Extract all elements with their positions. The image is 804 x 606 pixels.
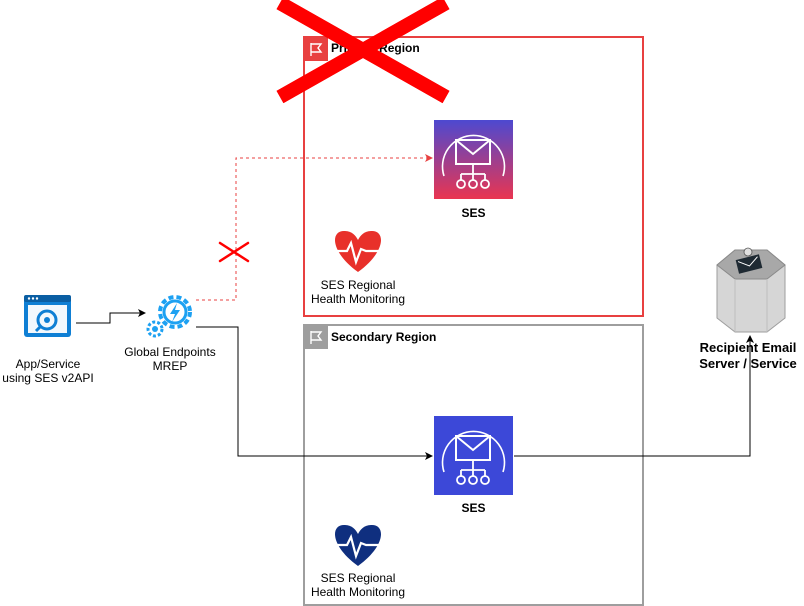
global-endpoints-label-line2: MREP <box>152 359 188 373</box>
health-secondary-icon <box>335 524 381 566</box>
global-endpoints-icon <box>146 295 192 338</box>
recipient-label-line1: Recipient Email <box>699 340 797 355</box>
secondary-region-title: Secondary Region <box>331 330 437 344</box>
recipient-label: Recipient Email Server / Service <box>692 340 804 372</box>
health-secondary-label-line1: SES Regional <box>320 571 396 585</box>
health-secondary-label-line2: Health Monitoring <box>310 585 406 599</box>
gateway-to-primary-connector <box>196 154 433 301</box>
primary-region <box>303 36 644 317</box>
health-primary-label-line2: Health Monitoring <box>310 292 406 306</box>
health-primary-label-line1: SES Regional <box>320 278 396 292</box>
ses-secondary-label: SES <box>461 501 486 515</box>
secondary-to-recipient-connector <box>514 335 754 457</box>
region-flag-icon <box>304 37 328 61</box>
ses-primary-icon <box>434 120 513 199</box>
health-secondary-label: SES Regional Health Monitoring <box>298 571 418 599</box>
health-primary-icon <box>335 230 381 272</box>
region-failure-x-overlay <box>276 0 450 104</box>
path-failure-x-icon <box>218 241 250 263</box>
app-service-label-line2: using SES v2API <box>2 371 94 385</box>
health-primary-label: SES Regional Health Monitoring <box>298 278 418 306</box>
app-service-icon <box>24 295 71 337</box>
app-service-label-line1: App/Service <box>15 357 81 371</box>
global-endpoints-label: Global Endpoints MREP <box>110 345 230 373</box>
app-to-gateway-connector <box>76 309 146 324</box>
mail-server-icon <box>716 247 786 333</box>
ses-primary-label: SES <box>461 206 486 220</box>
ses-secondary-icon <box>434 416 513 495</box>
app-service-label: App/Service using SES v2API <box>0 357 96 385</box>
gateway-to-secondary-connector <box>196 326 433 460</box>
region-flag-icon <box>304 325 328 349</box>
secondary-region <box>303 324 644 606</box>
recipient-label-line2: Server / Service <box>699 356 797 371</box>
global-endpoints-label-line1: Global Endpoints <box>124 345 216 359</box>
